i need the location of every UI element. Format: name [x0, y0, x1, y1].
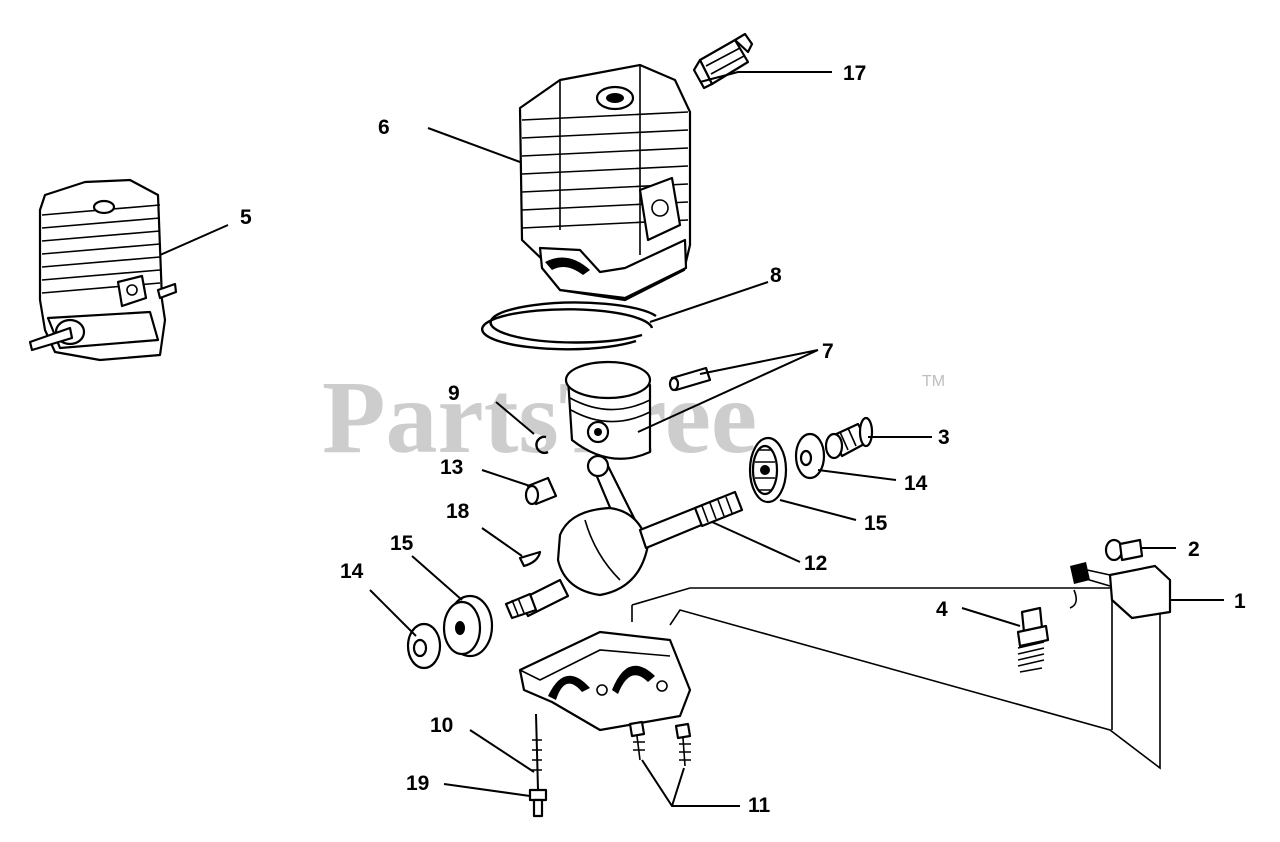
callout-18: 18: [446, 500, 470, 523]
part-10-screw[interactable]: [532, 713, 542, 791]
routing-outline: [631, 587, 1161, 770]
callout-7: 7: [822, 340, 834, 363]
watermark-trademark: TM: [922, 373, 945, 390]
callout-15-right: 15: [864, 512, 888, 535]
callout-labels: 17 6 5 8 7 9 3 13 14 18 15 15 2 12 14 1 …: [240, 62, 1246, 817]
callout-6: 6: [378, 116, 390, 139]
callout-14-right: 14: [904, 472, 928, 495]
callout-1: 1: [1234, 590, 1246, 613]
callout-2: 2: [1188, 538, 1200, 561]
part-3-bushing[interactable]: [824, 416, 874, 460]
part-12-crankshaft[interactable]: [504, 454, 744, 620]
callout-3: 3: [938, 426, 950, 449]
part-9-circlip[interactable]: [535, 435, 549, 454]
callout-4: 4: [936, 598, 948, 621]
callout-17: 17: [843, 62, 866, 85]
callout-5: 5: [240, 206, 252, 229]
part-4-adjuster-screw[interactable]: [1016, 606, 1050, 673]
callout-11: 11: [748, 794, 771, 817]
part-15-seal-left[interactable]: [442, 594, 494, 658]
callout-10: 10: [430, 714, 453, 737]
part-13-needle-bearing[interactable]: [524, 476, 558, 506]
part-14-bearing-left[interactable]: [406, 622, 442, 670]
part-5-engine-assembly[interactable]: [28, 178, 178, 362]
part-17-spark-plug[interactable]: [692, 32, 754, 90]
callout-19: 19: [406, 772, 429, 795]
part-14-bearing-right[interactable]: [794, 432, 826, 480]
callout-13: 13: [440, 456, 463, 479]
leader-lines: [159, 71, 1224, 807]
part-6-cylinder[interactable]: [518, 63, 692, 302]
callout-8: 8: [770, 264, 782, 287]
part-19-fastener[interactable]: [528, 788, 548, 818]
part-7-piston[interactable]: [564, 360, 652, 460]
part-2-pivot-bolt[interactable]: [1104, 538, 1144, 562]
part-18-woodruff-key[interactable]: [518, 550, 542, 568]
part-15-seal-right[interactable]: [748, 436, 788, 504]
part-11-screws[interactable]: [628, 720, 692, 767]
callout-15-left: 15: [390, 532, 414, 555]
crankcase-half[interactable]: [518, 630, 692, 732]
part-1-bracket[interactable]: [1069, 562, 1172, 620]
callout-12: 12: [804, 552, 827, 575]
callout-9: 9: [448, 382, 460, 405]
callout-14-left: 14: [340, 560, 364, 583]
part-8-piston-ring[interactable]: [480, 301, 657, 351]
